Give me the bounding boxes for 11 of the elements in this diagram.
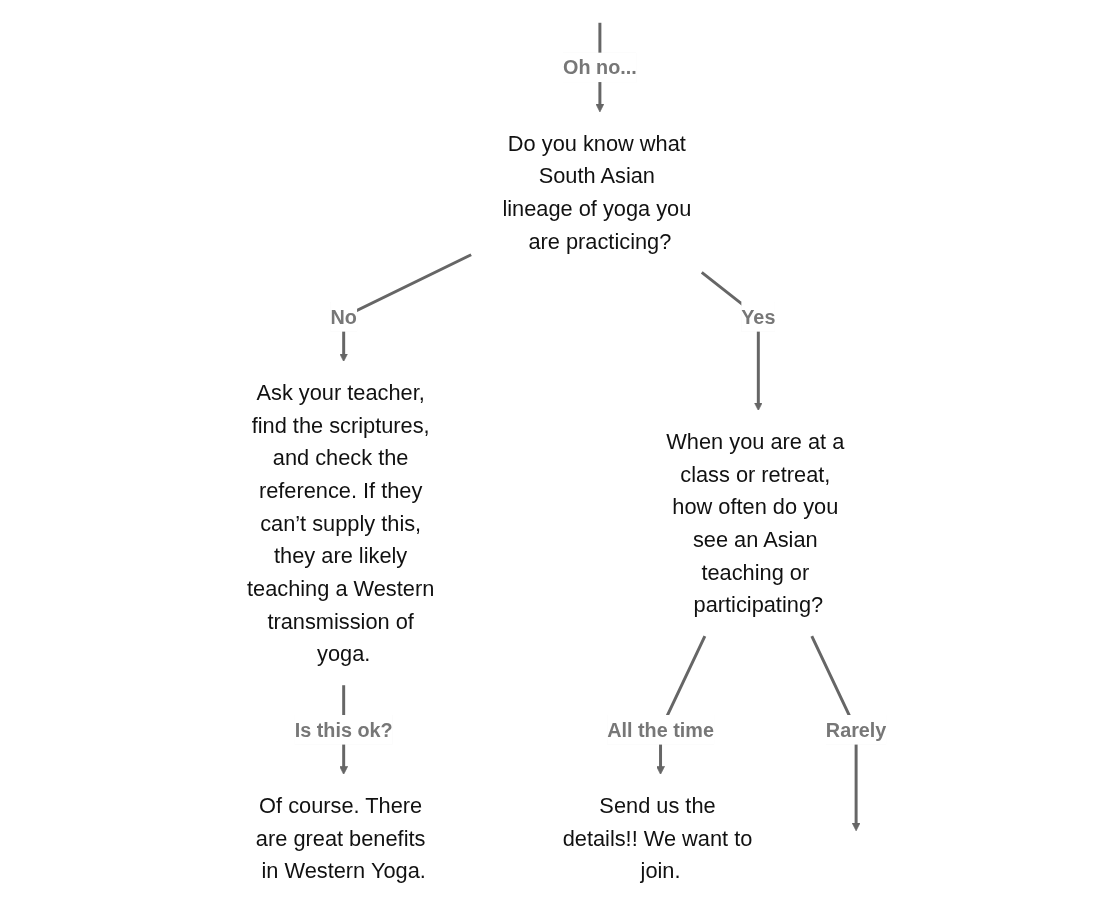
edge-label: No: [330, 305, 357, 328]
edge-label: Rarely: [825, 718, 887, 741]
edge-label: All the time: [607, 718, 714, 741]
node-text: Of course. There are great benefits in Western Yoga.: [255, 793, 426, 884]
node-text: Do you know what South Asian lineage of yoga you are practicing?: [502, 130, 692, 254]
node-text: When you are at a class or retreat, how often do you see an Asian teaching or participating?: [666, 429, 845, 618]
node-text: Send us the details!! We want to join.: [562, 793, 753, 884]
node-text: Ask your teacher, find the scriptures, and check the reference. If they can’t supply this, they are likely teaching a Western transmission of yoga.: [246, 380, 435, 667]
edge-label: Oh no...: [563, 56, 637, 79]
edge-label: Yes: [741, 305, 776, 328]
edge-label: Is this ok?: [294, 718, 393, 741]
